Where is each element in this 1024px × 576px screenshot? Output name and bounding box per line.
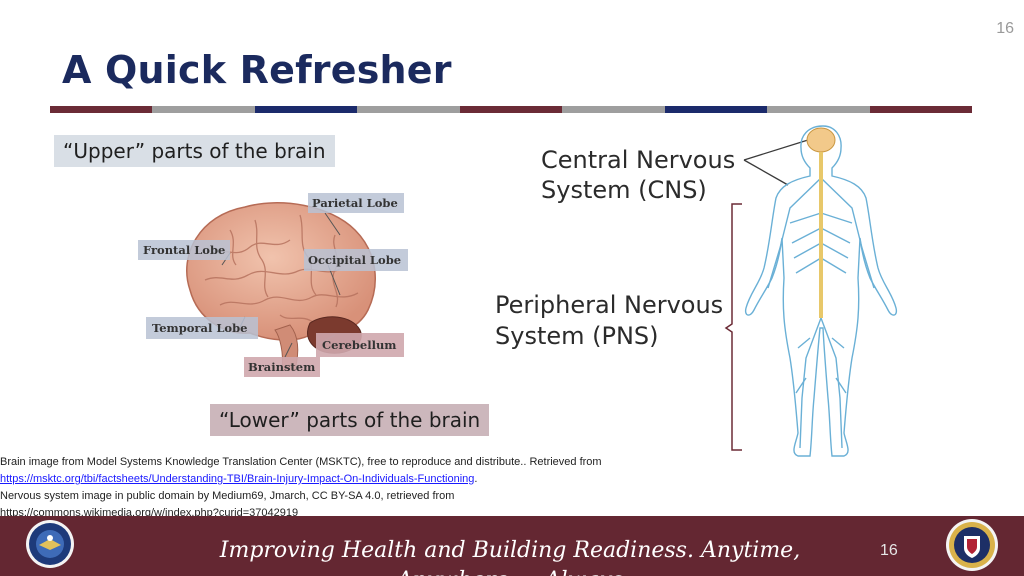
pns-label-line2: System (PNS) xyxy=(495,322,659,350)
cns-label-line2: System (CNS) xyxy=(541,176,707,204)
frontal-label: Frontal Lobe xyxy=(143,243,225,257)
brain-credit-line: Brain image from Model Systems Knowledge… xyxy=(0,456,602,468)
cns-label: Central Nervous System (CNS) xyxy=(541,145,761,205)
divider-segment xyxy=(50,106,153,113)
pns-bracket xyxy=(724,203,742,451)
slide-number-top: 16 xyxy=(996,20,1014,37)
page-title: A Quick Refresher xyxy=(62,48,452,92)
pns-label: Peripheral Nervous System (PNS) xyxy=(495,290,735,352)
nervous-credit-line: Nervous system image in public domain by… xyxy=(0,490,455,502)
nervous-system-diagram xyxy=(724,125,898,457)
occipital-label-box xyxy=(304,249,408,271)
dha-seal-icon xyxy=(946,519,998,571)
brain-icon xyxy=(806,127,836,153)
divider-segment xyxy=(459,106,563,113)
divider-segment xyxy=(664,106,768,113)
title-divider xyxy=(50,106,972,113)
temporal-label: Temporal Lobe xyxy=(152,321,247,335)
temporal-label-box xyxy=(146,317,258,339)
divider-segment xyxy=(767,106,870,113)
parietal-label: Parietal Lobe xyxy=(312,196,398,210)
divider-segment xyxy=(152,106,255,113)
image-credits: Brain image from Model Systems Knowledge… xyxy=(0,455,700,523)
frontal-label-box xyxy=(138,240,230,260)
footer-slide-number: 16 xyxy=(880,542,898,559)
body-outline xyxy=(744,125,898,457)
footer-bar: Improving Health and Building Readiness.… xyxy=(0,516,1024,576)
brainstem-label: Brainstem xyxy=(248,360,315,374)
link-suffix: . xyxy=(474,473,478,485)
brain-credit-link-row: https://msktc.org/tbi/factsheets/Underst… xyxy=(0,472,700,486)
divider-segment xyxy=(869,106,972,113)
divider-segment xyxy=(357,106,460,113)
cerebellum-label: Cerebellum xyxy=(322,338,396,352)
divider-segment xyxy=(562,106,665,113)
cns-pointer-lines xyxy=(743,139,809,186)
dod-seal-icon xyxy=(26,520,74,568)
lower-brain-label: “Lower” parts of the brain xyxy=(210,404,490,436)
parietal-label-box xyxy=(308,193,404,213)
divider-segment xyxy=(254,106,358,113)
brainstem-label-box xyxy=(244,357,320,377)
pns-label-line1: Peripheral Nervous xyxy=(495,291,724,319)
occipital-label: Occipital Lobe xyxy=(308,253,401,267)
upper-brain-label: “Upper” parts of the brain xyxy=(54,135,335,167)
cns-label-line1: Central Nervous xyxy=(541,146,736,174)
brain-diagram: Parietal Lobe Frontal Lobe Occipital Lob… xyxy=(138,193,408,377)
msktc-link[interactable]: https://msktc.org/tbi/factsheets/Underst… xyxy=(0,473,475,485)
cerebellum-label-box xyxy=(316,333,404,357)
footer-tagline: Improving Health and Building Readiness.… xyxy=(219,538,801,576)
